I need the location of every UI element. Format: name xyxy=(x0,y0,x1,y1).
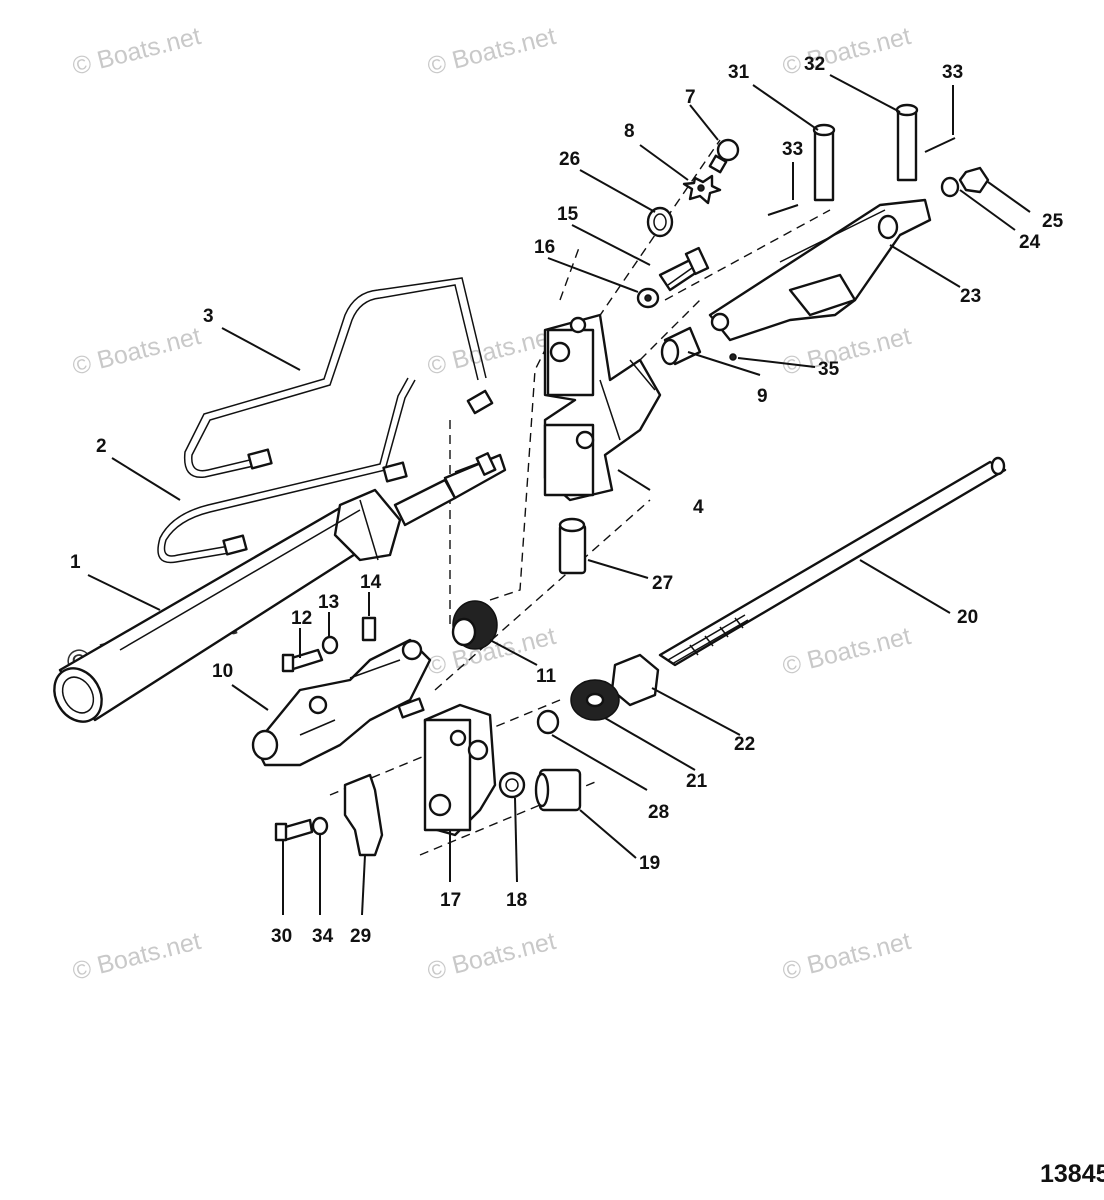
callout-16: 16 xyxy=(534,237,555,258)
fitting-14 xyxy=(361,616,377,642)
watermark: © Boats.net xyxy=(780,22,914,81)
plate-29 xyxy=(343,773,384,857)
watermark: © Boats.net xyxy=(780,927,914,986)
cotter-35 xyxy=(729,353,737,361)
callout-35: 35 xyxy=(818,359,840,380)
callout-27: 27 xyxy=(652,573,673,594)
tie-bar xyxy=(658,456,1007,667)
control-valve xyxy=(251,638,432,767)
star-washer xyxy=(682,174,722,205)
watermark: © Boats.net xyxy=(70,322,204,381)
pin-31 xyxy=(812,123,836,202)
bushing-11 xyxy=(451,600,498,650)
lock-washer-18 xyxy=(498,771,526,799)
bolt-15 xyxy=(658,246,710,292)
washer-13 xyxy=(321,635,339,655)
callout-15: 15 xyxy=(557,204,579,225)
callout-30: 30 xyxy=(271,926,292,947)
power-cylinder xyxy=(53,452,507,723)
callout-24: 24 xyxy=(1019,232,1041,253)
watermark-layer: © Boats.net © Boats.net © Boats.net © Bo… xyxy=(63,22,914,986)
callout-28: 28 xyxy=(648,802,669,823)
washer-34 xyxy=(311,816,329,836)
callout-23: 23 xyxy=(960,286,981,307)
callout-33a: 33 xyxy=(782,139,803,160)
hydraulic-line-upper xyxy=(183,277,494,479)
screw-30 xyxy=(274,818,314,842)
cylinder-bracket xyxy=(543,313,662,502)
washer-21 xyxy=(570,679,620,721)
watermark: © Boats.net xyxy=(780,622,914,681)
callout-8: 8 xyxy=(624,121,635,142)
washer-24 xyxy=(940,176,960,198)
bushing-9 xyxy=(660,326,702,366)
watermark: © Boats.net xyxy=(425,322,559,381)
leader-lines xyxy=(87,74,1031,916)
bolt-19 xyxy=(534,768,582,812)
callout-32: 32 xyxy=(804,54,825,75)
callout-33b: 33 xyxy=(942,62,963,83)
watermark: © Boats.net xyxy=(70,22,204,81)
clamp-block xyxy=(423,703,497,837)
hydraulic-line-lower xyxy=(157,377,416,564)
callout-12: 12 xyxy=(291,608,312,629)
figure-number: 13845 xyxy=(1040,1160,1104,1188)
washer-28 xyxy=(536,709,560,735)
grease-fitting xyxy=(708,138,740,174)
washer-16 xyxy=(636,287,660,309)
callout-3: 3 xyxy=(203,306,214,327)
callout-1: 1 xyxy=(70,552,81,573)
pin-27 xyxy=(558,517,587,575)
callout-26: 26 xyxy=(559,149,580,170)
callout-29: 29 xyxy=(350,926,371,947)
watermark: © Boats.net xyxy=(425,927,559,986)
watermark: © Boats.net xyxy=(780,322,914,381)
callout-21: 21 xyxy=(686,771,708,792)
callout-9: 9 xyxy=(757,386,768,407)
callout-34: 34 xyxy=(312,926,334,947)
callout-4: 4 xyxy=(693,497,704,518)
callout-25: 25 xyxy=(1042,211,1064,232)
callout-2: 2 xyxy=(96,436,107,457)
screw-12 xyxy=(281,648,324,673)
pin-32 xyxy=(895,103,919,182)
callout-18: 18 xyxy=(506,890,527,911)
cotter-33b xyxy=(924,137,956,153)
callout-14: 14 xyxy=(360,572,382,593)
cotter-33a xyxy=(767,204,799,216)
bushing-26 xyxy=(646,206,674,238)
callout-20: 20 xyxy=(957,607,978,628)
callout-22: 22 xyxy=(734,734,755,755)
callout-17: 17 xyxy=(440,890,461,911)
callout-31: 31 xyxy=(728,62,750,83)
nut-25 xyxy=(958,166,990,194)
callout-7: 7 xyxy=(685,87,696,108)
steering-arm xyxy=(708,198,932,342)
callout-10: 10 xyxy=(212,661,233,682)
watermark: © Boats.net xyxy=(70,927,204,986)
callout-numbers: 1 2 3 4 7 8 9 10 11 12 13 14 15 16 17 18… xyxy=(70,54,1064,947)
callout-11: 11 xyxy=(536,666,557,687)
callout-19: 19 xyxy=(639,853,660,874)
watermark: © Boats.net xyxy=(425,22,559,81)
callout-13: 13 xyxy=(318,592,339,613)
